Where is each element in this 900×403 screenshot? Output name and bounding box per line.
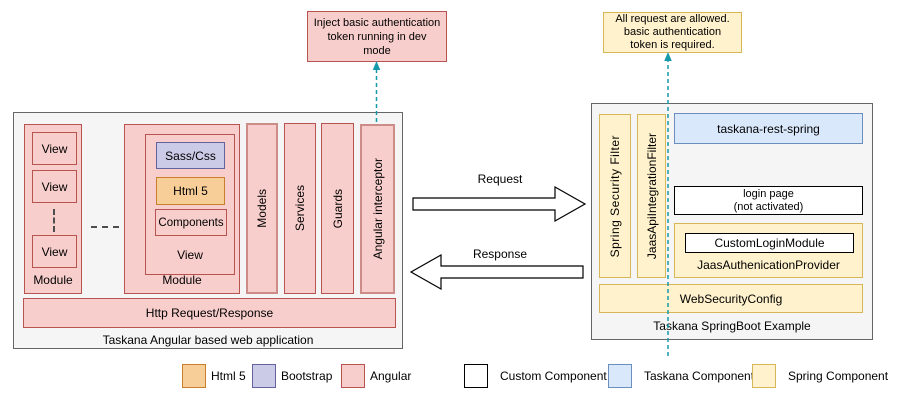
view-box: View (32, 132, 77, 165)
jaas-api-integration-filter-label: JaasApiIntegrationFilter (644, 132, 659, 260)
springboot-container: Spring Security Filter JaasApiIntegratio… (591, 103, 873, 340)
legend-swatch-angular (341, 363, 365, 388)
module-2: Sass/Css Html 5 Components View Module (124, 124, 240, 294)
request-arrow (412, 185, 587, 223)
html5-box: Html 5 (156, 177, 225, 205)
guards-label: Guards (330, 188, 345, 229)
interceptor-callout-arrowhead (372, 61, 381, 70)
view-box: View (32, 235, 77, 268)
angular-app-container: View View View Module Sass/Css Html 5 Co… (13, 112, 403, 349)
view-box: View (32, 170, 77, 203)
custom-login-module-box: CustomLoginModule (685, 233, 854, 253)
legend-label-bootstrap: Bootstrap (281, 368, 333, 383)
services-column: Services (284, 123, 316, 294)
angular-interceptor-label: Angular interceptor (370, 158, 385, 260)
web-security-config-box: WebSecurityConfig (599, 284, 863, 313)
legend-label-custom-component: Custom Component (500, 368, 607, 383)
legend-item-custom-component: Custom Component (464, 362, 607, 389)
jaas-authenication-provider-label: JaasAuthenicationProvider (697, 258, 840, 272)
module-label: Module (33, 273, 73, 287)
spring-security-filter-label: Spring Security Filter (608, 134, 622, 258)
callout-auth-note: All request are allowed. basic authentic… (603, 12, 742, 53)
callout-dev-mode-note: Inject basic authentication token runnin… (307, 11, 447, 62)
legend-swatch-html5 (182, 363, 206, 388)
legend-item-html5: Html 5 (182, 362, 246, 389)
horizontal-ellipsis (91, 226, 119, 228)
angular-interceptor-column: Angular interceptor (360, 124, 395, 294)
legend-swatch-spring-component (752, 363, 776, 388)
jaas-api-integration-filter-column: JaasApiIntegrationFilter (637, 114, 666, 278)
vertical-ellipsis (53, 209, 55, 232)
login-page-box: login page (not activated) (674, 186, 863, 215)
guards-column: Guards (321, 123, 354, 294)
springboot-callout-arrowhead (664, 52, 672, 61)
legend-label-angular: Angular (370, 368, 412, 383)
legend-label-spring-component: Spring Component (788, 368, 889, 383)
taskana-rest-spring-box: taskana-rest-spring (674, 113, 863, 144)
springboot-title: Taskana SpringBoot Example (653, 319, 811, 333)
spring-security-filter-column: Spring Security Filter (599, 114, 631, 278)
request-arrow-label: Request (477, 172, 523, 186)
models-column: Models (246, 123, 278, 294)
view-label: View (177, 248, 203, 262)
legend-swatch-bootstrap (252, 363, 276, 388)
jaas-authenication-provider-box: CustomLoginModule JaasAuthenicationProvi… (674, 223, 863, 278)
angular-app-title: Taskana Angular based web application (102, 333, 314, 347)
http-request-response-bar: Http Request/Response (23, 298, 396, 328)
module-label: Module (162, 273, 202, 287)
view-container: Sass/Css Html 5 Components View (145, 134, 235, 275)
module-1: View View View Module (24, 124, 82, 294)
legend-item-angular: Angular (341, 362, 411, 389)
legend-label-html5: Html 5 (211, 368, 246, 383)
sass-css-box: Sass/Css (156, 142, 225, 169)
legend-item-bootstrap: Bootstrap (252, 362, 332, 389)
legend-swatch-custom-component (464, 363, 488, 388)
response-arrow-label: Response (472, 247, 528, 261)
legend-swatch-taskana-component (608, 363, 632, 388)
legend-label-taskana-component: Taskana Component (644, 368, 755, 383)
legend-item-spring-component: Spring Component (752, 362, 888, 389)
models-label: Models (255, 189, 269, 228)
services-label: Services (293, 185, 307, 232)
legend-item-taskana-component: Taskana Component (608, 362, 754, 389)
components-box: Components (155, 209, 227, 236)
